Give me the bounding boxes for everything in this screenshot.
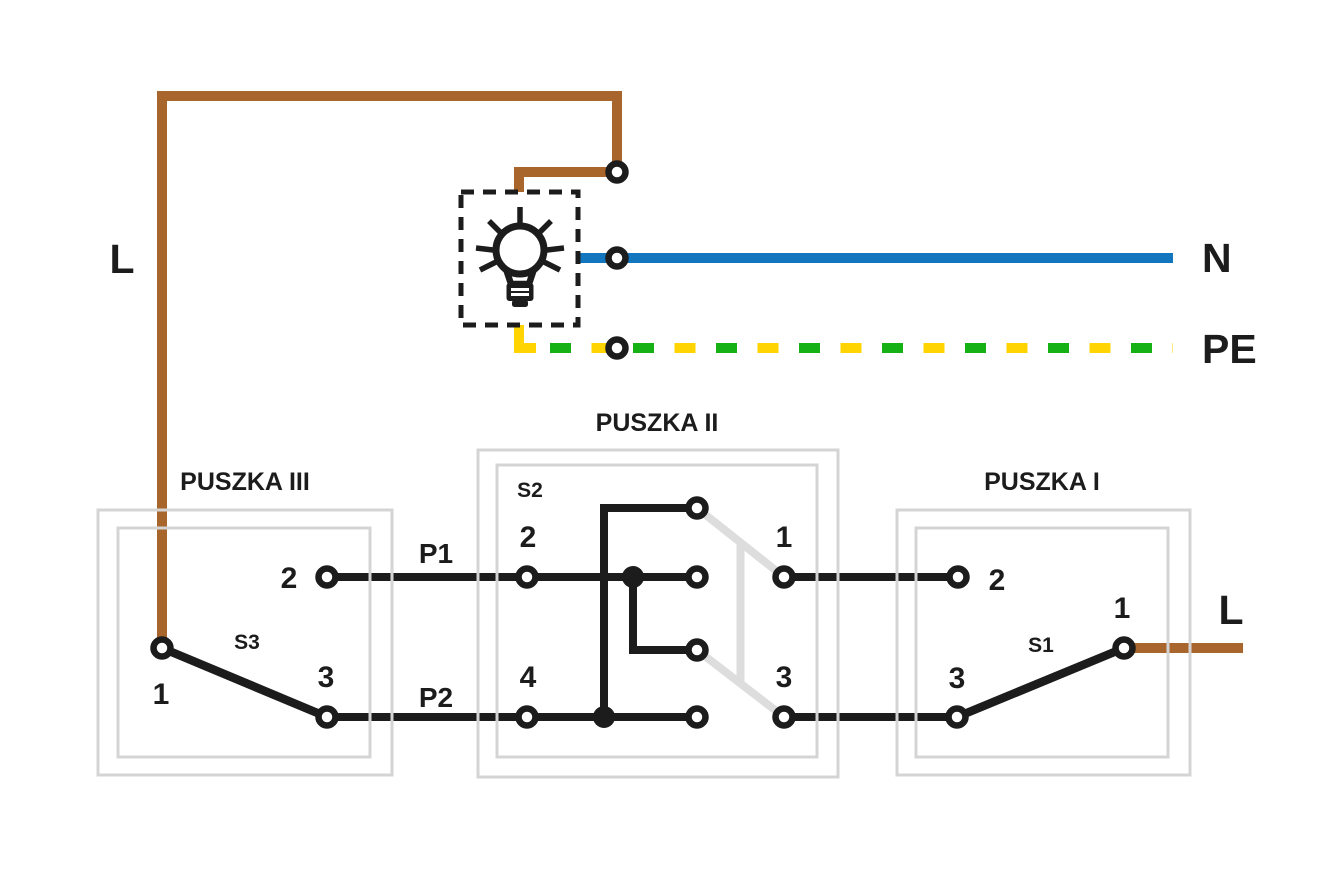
switch-s2-label: S2: [517, 479, 543, 502]
label-wire-p1: P1: [419, 538, 453, 569]
puszka-i-terminal-3-label: 3: [949, 662, 966, 695]
junction-dot: [593, 706, 615, 728]
junction-dot: [622, 566, 644, 588]
terminal-ring: [945, 705, 969, 729]
switch-s1-arm: [955, 644, 1126, 721]
label-live-switched: L: [1218, 587, 1243, 633]
terminal-ring: [605, 160, 629, 184]
terminal-ring: [772, 565, 796, 589]
terminal-ring: [685, 638, 709, 662]
terminal-ring: [685, 565, 709, 589]
terminal-ring: [150, 636, 174, 660]
labels: L N PE L PUSZKA III PUSZKA II PUSZKA I P…: [109, 235, 1256, 713]
terminal-ring: [772, 705, 796, 729]
puszka-i-inner-box: [914, 526, 1170, 759]
lamp: [458, 189, 581, 328]
puszka-i-outer-box: [895, 508, 1192, 777]
label-wire-p2: P2: [419, 682, 453, 713]
puszka-ii-terminal-3-label: 3: [776, 661, 793, 694]
terminals: [150, 160, 1136, 729]
terminal-ring: [685, 496, 709, 520]
terminal-ring: [685, 705, 709, 729]
pe-wire: [514, 325, 1173, 353]
wire-s2-crossover-a: [600, 504, 697, 717]
puszka-iii-terminal-2-label: 2: [281, 562, 298, 595]
bulb-base-threads: [511, 288, 529, 296]
label-pe: PE: [1202, 326, 1257, 372]
live-wires: [157, 91, 1243, 653]
terminal-ring: [315, 565, 339, 589]
puszka-ii-outer-box: [476, 448, 840, 779]
label-neutral: N: [1202, 235, 1232, 281]
puszka-ii-terminal-4-label: 4: [520, 661, 537, 694]
terminal-ring: [605, 336, 629, 360]
puszka-iii-terminal-1-label: 1: [153, 678, 170, 711]
switch-s1-label: S1: [1028, 634, 1054, 657]
bulb-tip: [512, 300, 528, 307]
puszka-ii-title: PUSZKA II: [596, 409, 719, 437]
junction-box-frames: [96, 448, 1192, 779]
terminal-ring: [515, 705, 539, 729]
puszka-ii-inner-box: [495, 463, 819, 759]
switch-s2-arm-upper: [694, 504, 787, 581]
switch-s3-label: S3: [234, 631, 260, 654]
terminal-ring: [605, 246, 629, 270]
puszka-i-terminal-2-label: 2: [989, 564, 1006, 597]
switch-s2-alt-contacts: [694, 504, 787, 721]
puszka-i-title: PUSZKA I: [984, 468, 1100, 496]
pe-wire-corner: [514, 325, 536, 353]
black-wires: [160, 504, 1126, 721]
puszka-iii-inner-box: [116, 526, 372, 759]
terminal-ring: [1112, 636, 1136, 660]
puszka-iii-title: PUSZKA III: [180, 468, 310, 496]
puszka-iii-terminal-3-label: 3: [318, 661, 335, 694]
puszka-ii-terminal-2-label: 2: [520, 521, 537, 554]
live-wire-lamp-lead: [514, 167, 617, 192]
puszka-i-terminal-1-label: 1: [1114, 592, 1131, 625]
light-bulb-icon: [475, 207, 565, 307]
bulb-base: [506, 283, 534, 301]
wire-s2-crossover-b: [629, 577, 697, 654]
puszka-iii-outer-box: [96, 508, 394, 777]
bulb-glass: [492, 222, 548, 278]
terminal-ring: [515, 565, 539, 589]
switch-s3-arm: [160, 644, 329, 721]
live-wire-main-run: [157, 91, 622, 648]
label-live-source: L: [109, 236, 134, 282]
terminal-ring: [315, 705, 339, 729]
terminal-ring: [946, 565, 970, 589]
puszka-ii-terminal-1-label: 1: [776, 521, 793, 554]
